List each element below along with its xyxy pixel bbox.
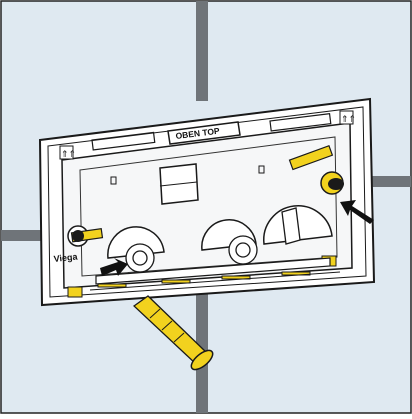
tile-joint-vertical-top	[196, 1, 208, 101]
screw-left-top	[72, 230, 84, 242]
bottom-rail	[95, 257, 331, 285]
marker-strip-1	[97, 283, 127, 288]
clip-center-inner	[235, 242, 251, 258]
tile-joint-horizontal-left	[1, 230, 44, 241]
screw-loose-icon	[132, 295, 214, 371]
screw-loose-thread-1	[149, 308, 161, 319]
square-hole-right	[258, 165, 265, 174]
screw-right-icon	[288, 145, 344, 195]
bottom-rail-line	[89, 271, 341, 291]
orientation-mark-right: ⇑⇑	[341, 114, 356, 124]
orientation-mark-right-box	[339, 110, 354, 125]
valve-flap	[281, 207, 301, 245]
clips	[125, 207, 301, 273]
frame-inner-edge	[47, 106, 367, 298]
top-tab	[167, 121, 241, 145]
push-arrow-right-icon	[340, 200, 374, 224]
square-hole-left	[110, 176, 117, 185]
screw-right-cap	[328, 178, 344, 190]
screw-loose-thread-3	[173, 332, 185, 343]
clip-left-inner	[132, 250, 148, 266]
screw-left-icon	[67, 225, 104, 247]
orientation-mark-left-box	[59, 145, 74, 160]
screw-loose-head	[190, 349, 214, 371]
top-slot-left	[91, 131, 156, 151]
top-slot-right	[269, 113, 332, 132]
mounting-frame: OBEN TOP ⇑⇑ ⇑⇑	[38, 97, 376, 307]
orientation-mark-left: ⇑⇑	[61, 149, 76, 159]
center-window-line	[159, 181, 198, 187]
tile-joint-horizontal-right	[355, 176, 411, 187]
screw-right-shaft	[288, 145, 334, 171]
screw-loose-thread-2	[161, 320, 173, 331]
brand-label: Viega	[53, 251, 79, 264]
marker-strip-2	[161, 279, 191, 284]
marker-bottom-left	[67, 286, 83, 298]
push-arrow-left-icon	[100, 258, 128, 276]
